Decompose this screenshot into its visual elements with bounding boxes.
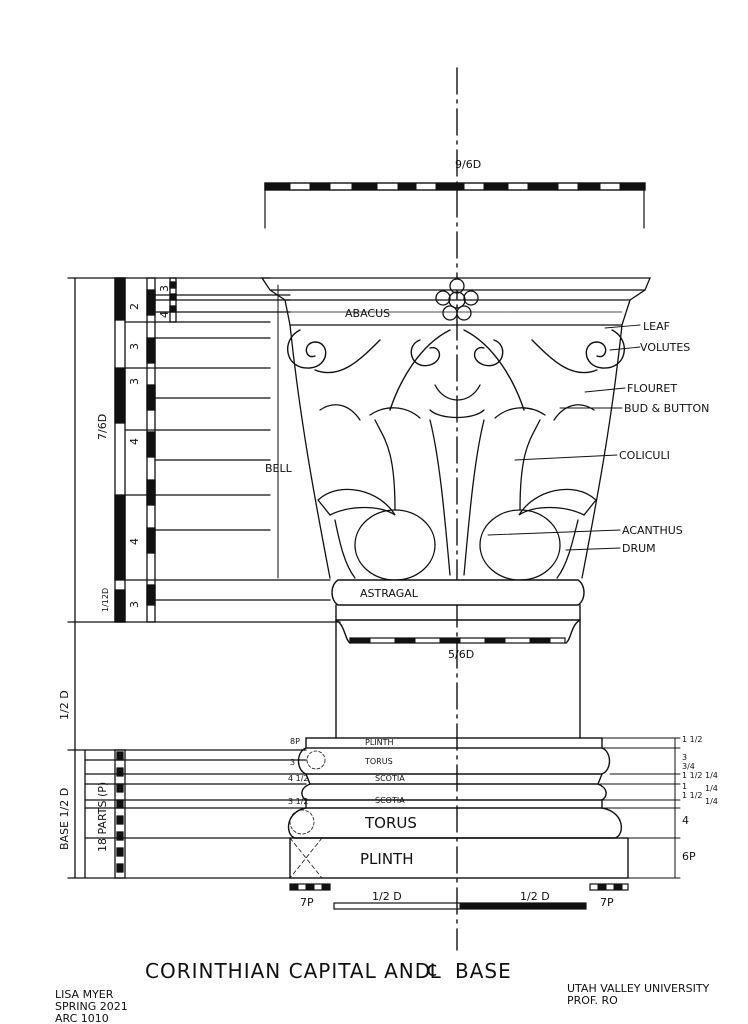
top-scale-bar	[264, 182, 646, 229]
bottom-scale-bar	[289, 883, 629, 910]
right-dims	[599, 737, 681, 879]
right-dim-8: 1/4	[705, 797, 718, 806]
bell-label: BELL	[265, 462, 293, 475]
sheet-title-end: BASE	[455, 959, 512, 983]
right-dim-10: 6P	[682, 850, 696, 863]
base-left-half: 1/2 D	[372, 890, 402, 903]
acanthus-label: ACANTHUS	[622, 524, 683, 537]
left-dim-1: 3	[290, 758, 295, 767]
right-dim-9: 4	[682, 814, 689, 827]
base-parts-label: 18 PARTS (P)	[96, 782, 109, 852]
acanthus-leaves	[317, 384, 597, 581]
left-dim-3: 3 1/2	[288, 797, 309, 806]
abacus-flower	[435, 278, 479, 321]
left-ruler	[67, 277, 341, 879]
cap-part-0: 2	[128, 303, 141, 310]
top-width-label: 9/6D	[455, 158, 481, 171]
astragal	[331, 579, 585, 644]
callout-leaders	[487, 324, 641, 551]
sheet-title: CORINTHIAN CAPITAL AND	[145, 959, 431, 983]
shaft	[335, 619, 581, 739]
centerline-symbol: ℄	[427, 959, 442, 983]
right-dim-5: 1	[682, 782, 687, 791]
abacus-label: ABACUS	[345, 307, 390, 320]
mid-scale-bar	[349, 637, 566, 644]
plinth-top-label: PLINTH	[365, 738, 394, 747]
base-right-half: 1/2 D	[520, 890, 550, 903]
cap-part-1: 4	[158, 311, 171, 318]
base-right-out: 7P	[600, 896, 614, 909]
base-left-out: 7P	[300, 896, 314, 909]
base-height-label: BASE 1/2 D	[58, 788, 71, 850]
bell	[289, 324, 623, 579]
capital-height-label: 7/6D	[96, 414, 109, 440]
right-dim-6: 1/4	[705, 784, 718, 793]
school-name: UTAH VALLEY UNIVERSITY	[567, 982, 710, 995]
abacus	[260, 277, 651, 326]
cap-part-4: 4	[128, 438, 141, 445]
author-course: ARC 1010	[55, 1012, 109, 1024]
left-dim-2: 4 1/2	[288, 774, 309, 783]
cap-part-5: 4	[128, 538, 141, 545]
coliculi-label: COLICULI	[619, 449, 670, 462]
volutes	[287, 329, 625, 411]
right-dim-1: 3	[682, 753, 687, 762]
right-dim-2: 3/4	[682, 762, 695, 771]
leaf-label: LEAF	[643, 320, 670, 333]
cap-part-3: 3	[128, 378, 141, 385]
torus-large-label: TORUS	[364, 814, 417, 832]
scotia-1-label: SCOTIA	[375, 774, 405, 783]
volutes-label: VOLUTES	[640, 341, 690, 354]
plinth-large-label: PLINTH	[360, 850, 414, 868]
shaft-height-label: 1/2 D	[58, 690, 71, 720]
cap-small-0: 3	[158, 285, 171, 292]
base	[287, 737, 629, 879]
right-dim-3: 1 1/2	[682, 771, 703, 780]
right-dim-4: 1/4	[705, 771, 718, 780]
cap-part-2: 3	[128, 343, 141, 350]
scotia-2-label: SCOTIA	[375, 796, 405, 805]
flouret-label: FLOURET	[627, 382, 677, 395]
cap-part-6: 3	[128, 601, 141, 608]
bud-button-label: BUD & BUTTON	[624, 402, 709, 415]
torus-small-label: TORUS	[364, 757, 393, 766]
drum-label: DRUM	[622, 542, 656, 555]
right-dim-7: 1 1/2	[682, 791, 703, 800]
left-dim-0: 8P	[290, 737, 300, 746]
mid-width-label: 5/6D	[448, 648, 474, 661]
astragal-label: ASTRAGAL	[360, 587, 419, 600]
author-term: SPRING 2021	[55, 1000, 128, 1013]
author-name: LISA MYER	[55, 988, 114, 1001]
school-prof: PROF. RO	[567, 994, 618, 1007]
astragal-height-label: 1/12D	[101, 588, 110, 612]
right-dim-0: 1 1/2	[682, 735, 703, 744]
